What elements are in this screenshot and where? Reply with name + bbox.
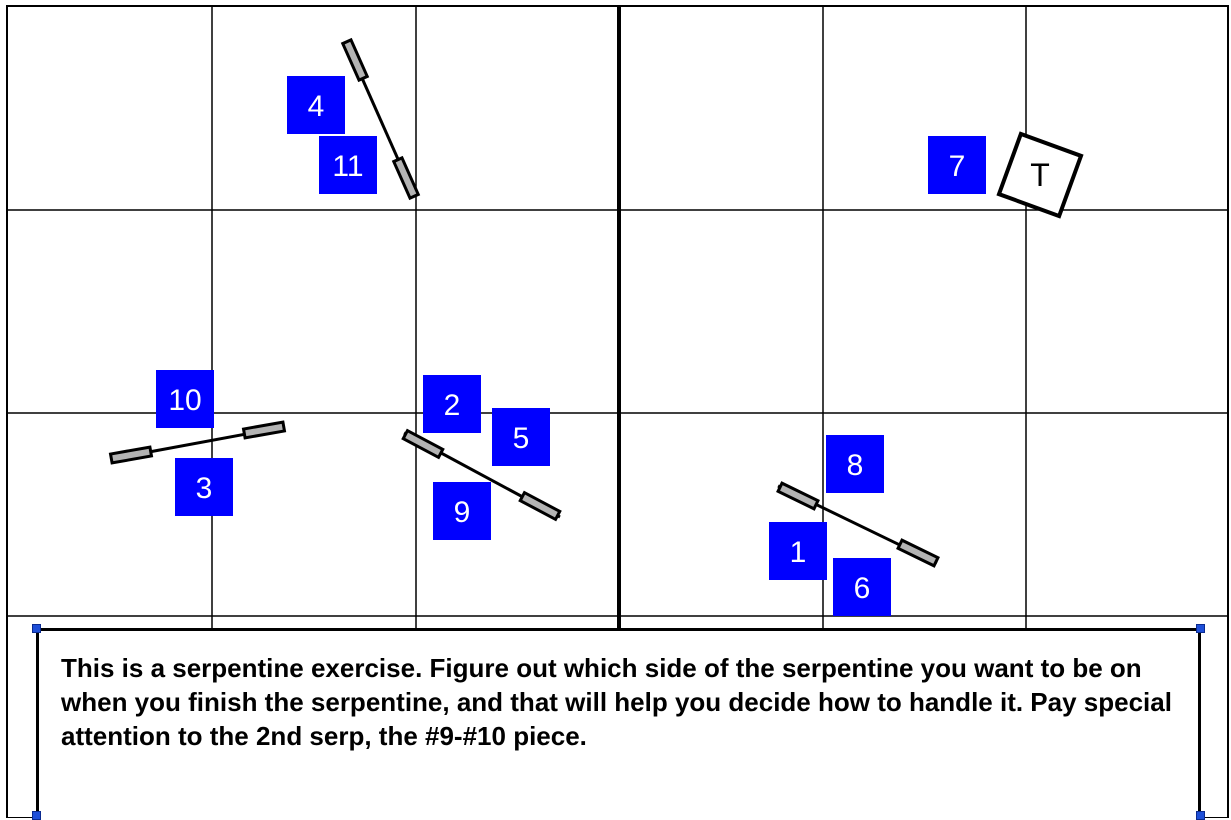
number-label: 10 [168, 384, 201, 417]
jump-wing [241, 420, 287, 440]
tunnel-letter: T [1030, 157, 1050, 193]
number-box-10: 10 [156, 370, 214, 428]
number-label: 1 [790, 536, 807, 569]
resize-handle-top-right[interactable] [1196, 624, 1205, 633]
resize-handle-bottom-right[interactable] [1196, 811, 1205, 820]
jump-wing [518, 490, 562, 522]
note-textbox[interactable]: This is a serpentine exercise. Figure ou… [36, 628, 1201, 818]
jump-wing [340, 37, 370, 83]
resize-handle-bottom-left[interactable] [32, 811, 41, 820]
number-label: 8 [847, 449, 864, 482]
number-box-1: 1 [769, 522, 827, 580]
number-box-9: 9 [433, 482, 491, 540]
jump-wing [896, 538, 940, 568]
tunnel-obstacle: T [996, 131, 1084, 219]
jump-2-5-9 [401, 428, 562, 522]
jump-10-3 [108, 420, 287, 465]
number-box-7: 7 [928, 136, 986, 194]
number-box-2: 2 [423, 375, 481, 433]
number-label: 5 [513, 422, 530, 455]
number-label: 11 [332, 150, 363, 183]
tunnel-box [996, 131, 1084, 219]
number-label: 2 [444, 389, 461, 422]
number-label: 7 [949, 150, 966, 183]
resize-handle-top-left[interactable] [32, 624, 41, 633]
number-label: 3 [196, 472, 213, 505]
jump-8-1-6 [776, 481, 940, 568]
jump-wing [108, 445, 154, 465]
jump-wing [401, 428, 445, 460]
number-box-3: 3 [175, 458, 233, 516]
jump-wing [776, 481, 820, 511]
number-label: 6 [854, 572, 871, 605]
number-box-5: 5 [492, 408, 550, 466]
note-text: This is a serpentine exercise. Figure ou… [61, 653, 1172, 751]
number-box-8: 8 [826, 435, 884, 493]
number-label: 9 [454, 496, 471, 529]
number-label: 4 [308, 90, 325, 123]
number-box-11: 11 [319, 136, 377, 194]
jump-4-11 [340, 37, 421, 201]
number-box-6: 6 [833, 558, 891, 616]
number-box-4: 4 [287, 76, 345, 134]
jump-wing [391, 155, 421, 201]
